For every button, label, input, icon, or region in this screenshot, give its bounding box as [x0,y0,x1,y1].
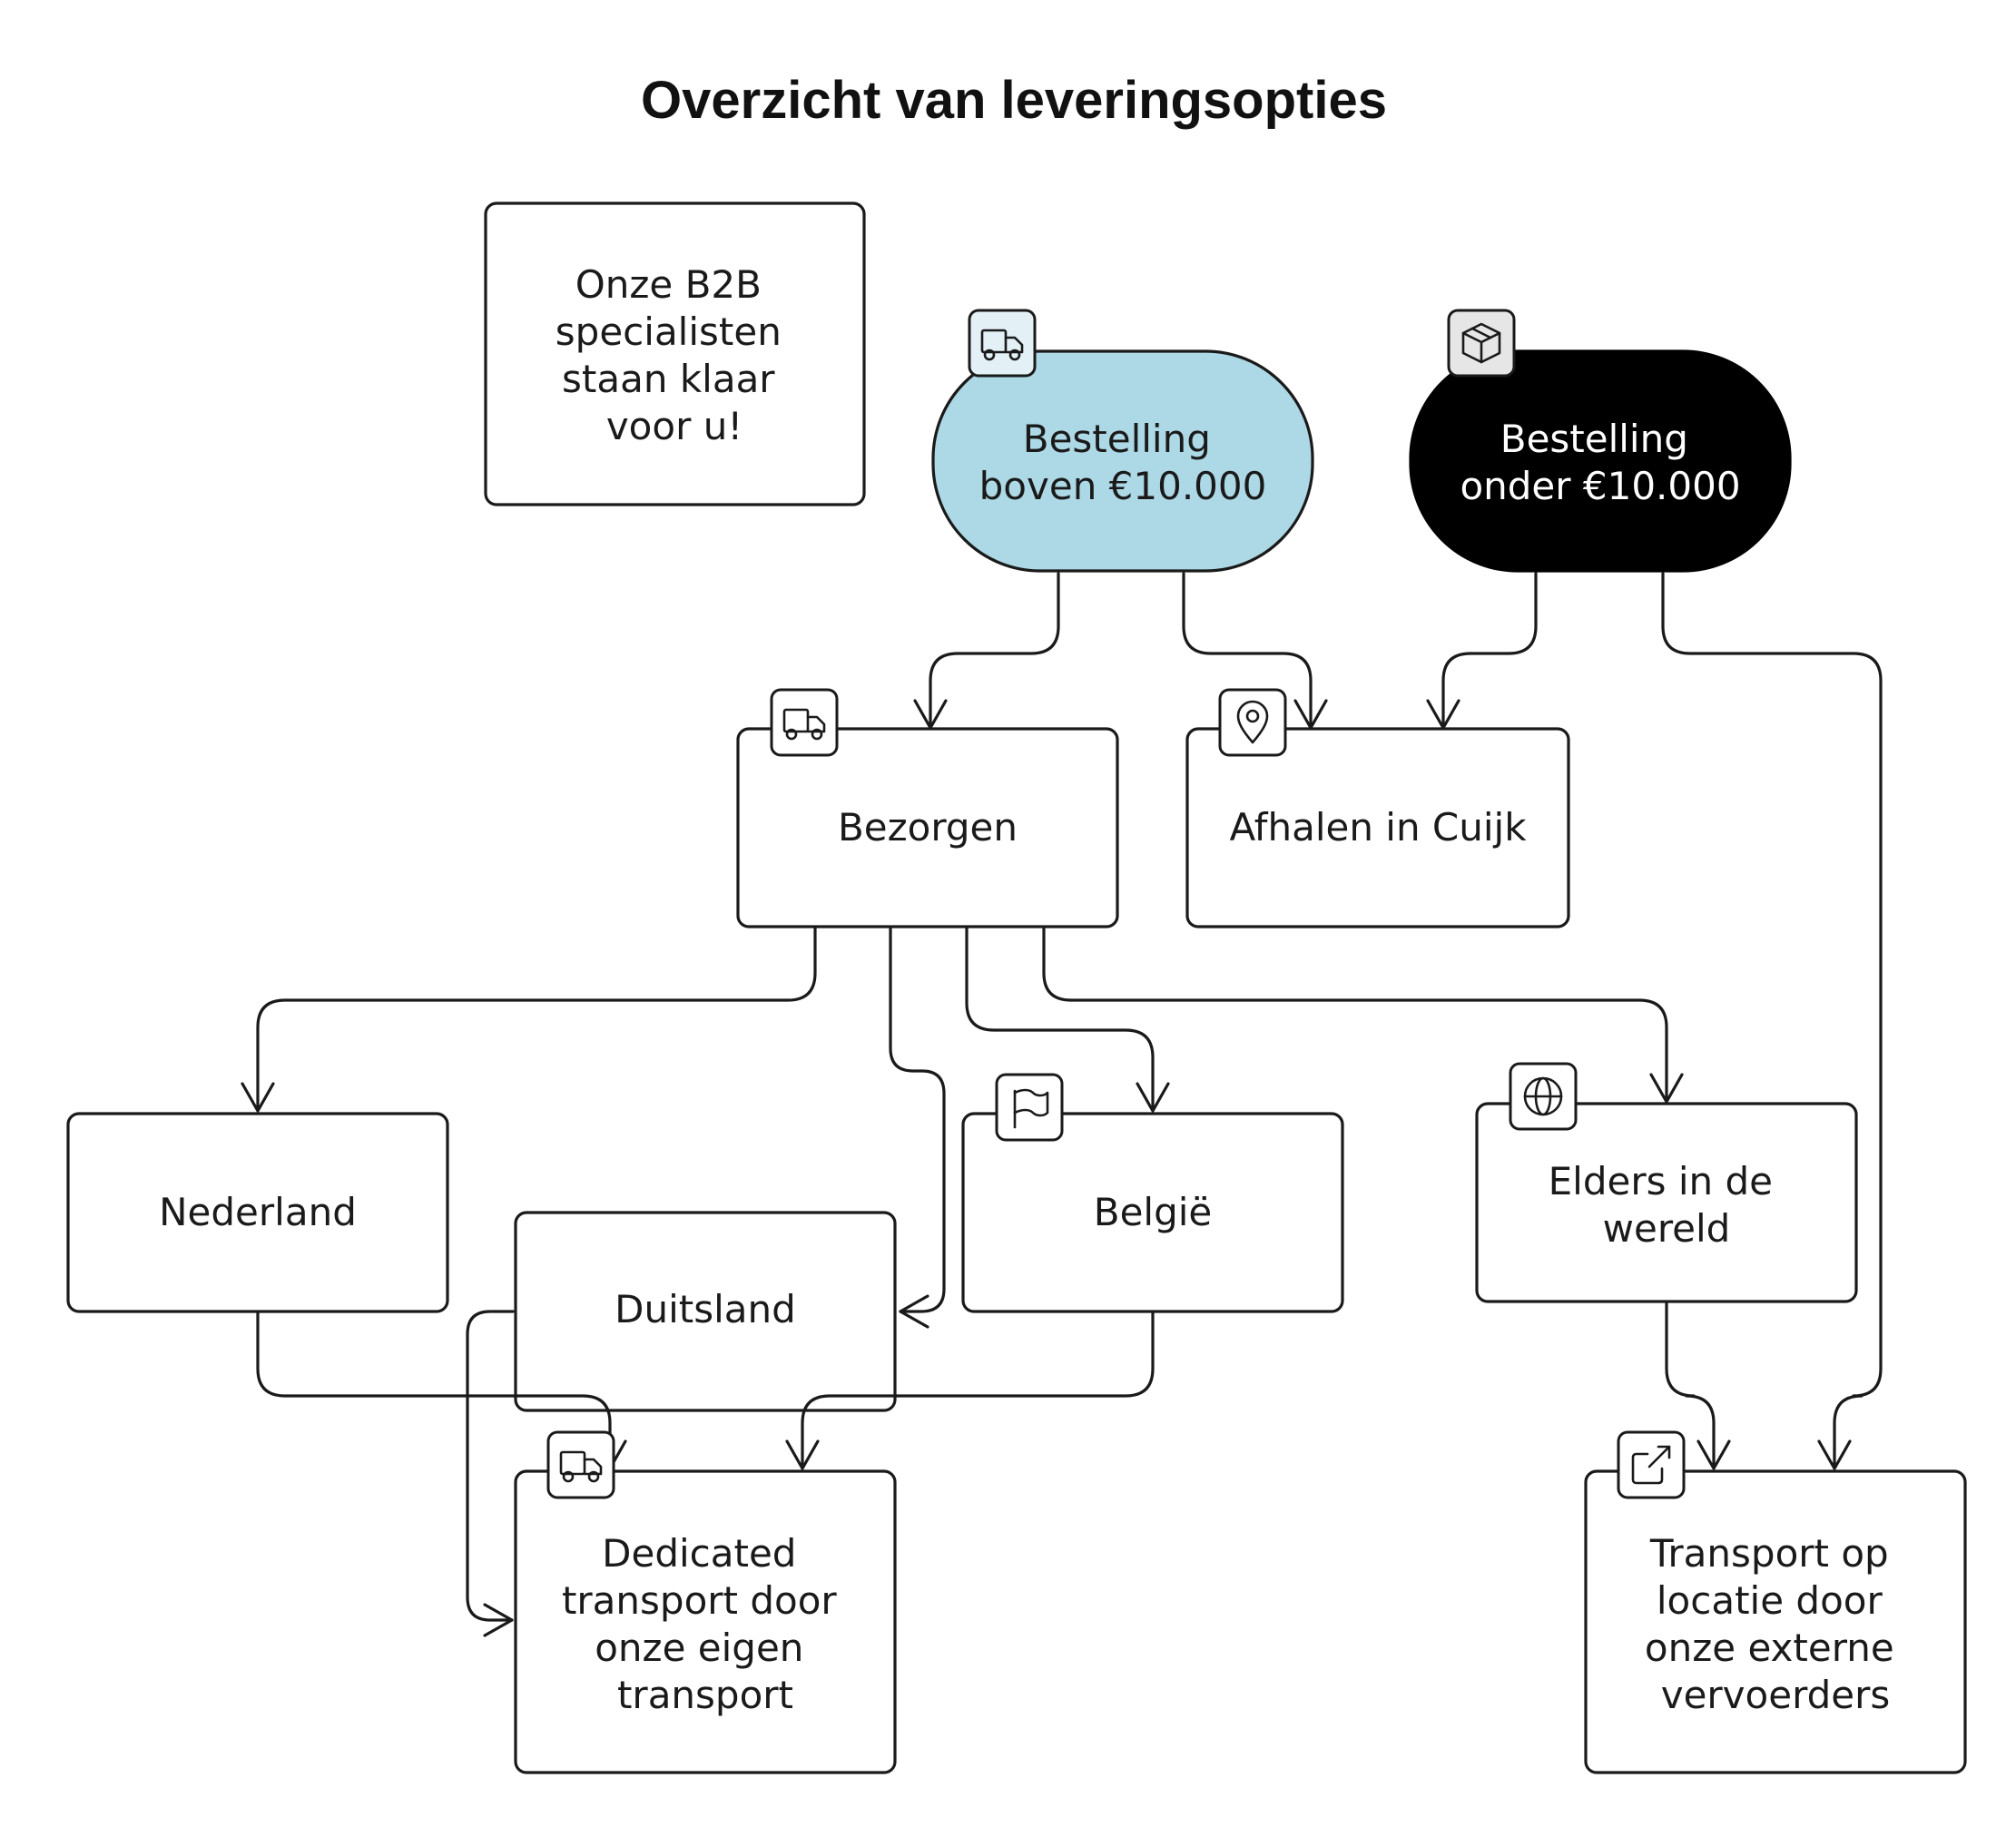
order-above-line-1: Bestelling [1023,417,1211,461]
afhalen-label: Afhalen in Cuijk [1229,805,1527,850]
edges [241,572,1883,1637]
extern-line-3: onze externe [1645,1626,1894,1670]
truck-icon [968,309,1037,378]
dedicated-line-4: transport [617,1673,793,1717]
node-afhalen-cuijk: Afhalen in Cuijk [1185,688,1570,928]
belgie-label: België [1094,1190,1213,1234]
node-dedicated-transport: Dedicated transport door onze eigen tran… [514,1430,897,1774]
note-line-1: Onze B2B [575,262,762,307]
node-external-transport: Transport op locatie door onze externe v… [1584,1430,1967,1774]
svg-text:Transport op locatie doo: Transport op locatie door onze externe v… [1645,1531,1906,1717]
node-order-above-10000: Bestelling boven €10.000 [931,309,1314,573]
node-order-below-10000: Bestelling onder €10.000 [1409,309,1792,573]
svg-text:Dedicated transport door: Dedicated transport door onze eigen tran… [562,1531,849,1717]
node-note: Onze B2B specialisten staan klaar voor u… [484,201,866,506]
svg-text:Bestelling onder €10.000: Bestelling onder €10.000 [1460,417,1740,508]
dedicated-line-3: onze eigen [595,1626,803,1670]
dedicated-line-1: Dedicated [602,1531,796,1576]
edge-bezorgen-nederland [241,926,817,1113]
nederland-label: Nederland [159,1190,357,1234]
node-belgie: België [961,1073,1344,1313]
edge-below-afhalen [1426,572,1538,730]
extern-line-4: vervoerders [1661,1673,1891,1717]
elders-line-1: Elders in de [1549,1159,1773,1203]
node-duitsland: Duitsland [514,1211,897,1412]
order-below-line-2: onder €10.000 [1460,464,1740,508]
edge-duitsland-dedicated [466,1310,515,1637]
edge-belgie-dedicated [785,1311,1155,1470]
map-pin-icon [1218,688,1287,757]
edge-bezorgen-elders [1042,926,1684,1104]
order-above-line-2: boven €10.000 [979,464,1267,508]
svg-text:Bestelling boven €10.000: Bestelling boven €10.000 [979,417,1267,508]
edge-below-extern [1661,572,1883,1470]
diagram-title: Overzicht van leveringsopties [641,71,1387,130]
edge-elders-extern [1665,1301,1731,1470]
flag-icon [995,1073,1064,1142]
package-icon [1447,309,1516,378]
node-elders: Elders in de wereld [1475,1062,1858,1303]
note-line-2: specialisten [556,309,782,354]
node-nederland: Nederland [66,1112,449,1313]
duitsland-label: Duitsland [615,1287,796,1331]
edge-bezorgen-belgie [965,926,1170,1113]
edge-bezorgen-duitsland [889,926,946,1329]
extern-line-2: locatie door [1657,1578,1883,1623]
svg-text:Onze B2B specialisten: Onze B2B specialisten staan klaar voor u… [556,262,793,448]
svg-text:Elders in de wereld: Elders in de wereld [1549,1159,1785,1251]
dedicated-line-2: transport door [562,1578,837,1623]
elders-line-2: wereld [1603,1206,1731,1251]
extern-line-1: Transport op [1649,1531,1889,1576]
edge-above-bezorgen [913,572,1060,730]
truck-icon [546,1430,615,1499]
truck-icon [770,688,839,757]
globe-icon [1509,1062,1578,1131]
external-link-icon [1617,1430,1686,1499]
note-line-4: voor u! [606,404,742,448]
node-bezorgen: Bezorgen [736,688,1119,928]
note-line-3: staan klaar [562,357,775,401]
bezorgen-label: Bezorgen [838,805,1018,850]
order-below-line-1: Bestelling [1500,417,1688,461]
